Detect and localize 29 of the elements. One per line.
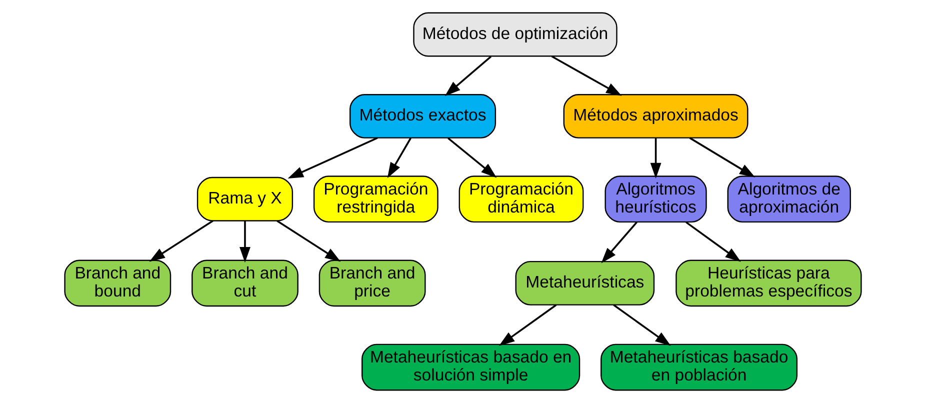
node-box: Rama y X [196,176,294,222]
arrow [149,220,214,262]
node-box: Algoritmos heurísticos [604,176,707,223]
arrow [387,138,412,178]
node-box: Branch and price [318,260,426,307]
node-box: Metaheurísticas [515,260,655,306]
arrow [448,137,497,178]
arrow [613,304,671,346]
arrow [276,220,341,262]
arrow [601,222,638,264]
node-box: Programación restringida [313,176,438,223]
node-box: Métodos aproximados [563,94,748,138]
arrow [444,56,492,96]
node-box: Branch and bound [64,260,172,307]
node-box: Metaheurísticas basado en población [600,344,798,391]
node-box: Métodos de optimización [413,12,618,57]
node-box: Programación dinámica [458,176,584,223]
arrow [689,137,756,178]
arrow [288,137,378,179]
arrow [686,221,741,262]
node-box: Métodos exactos [349,94,496,138]
node-box: Metaheurísticas basado en solución simple [362,344,580,391]
node-box: Algoritmos de aproximación [727,176,851,223]
node-box: Branch and cut [192,260,298,307]
node-box: Heurísticas para problemas específicos [676,260,862,307]
arrow [650,138,662,179]
arrow [498,304,557,346]
arrow [240,220,250,263]
arrow [551,56,622,96]
